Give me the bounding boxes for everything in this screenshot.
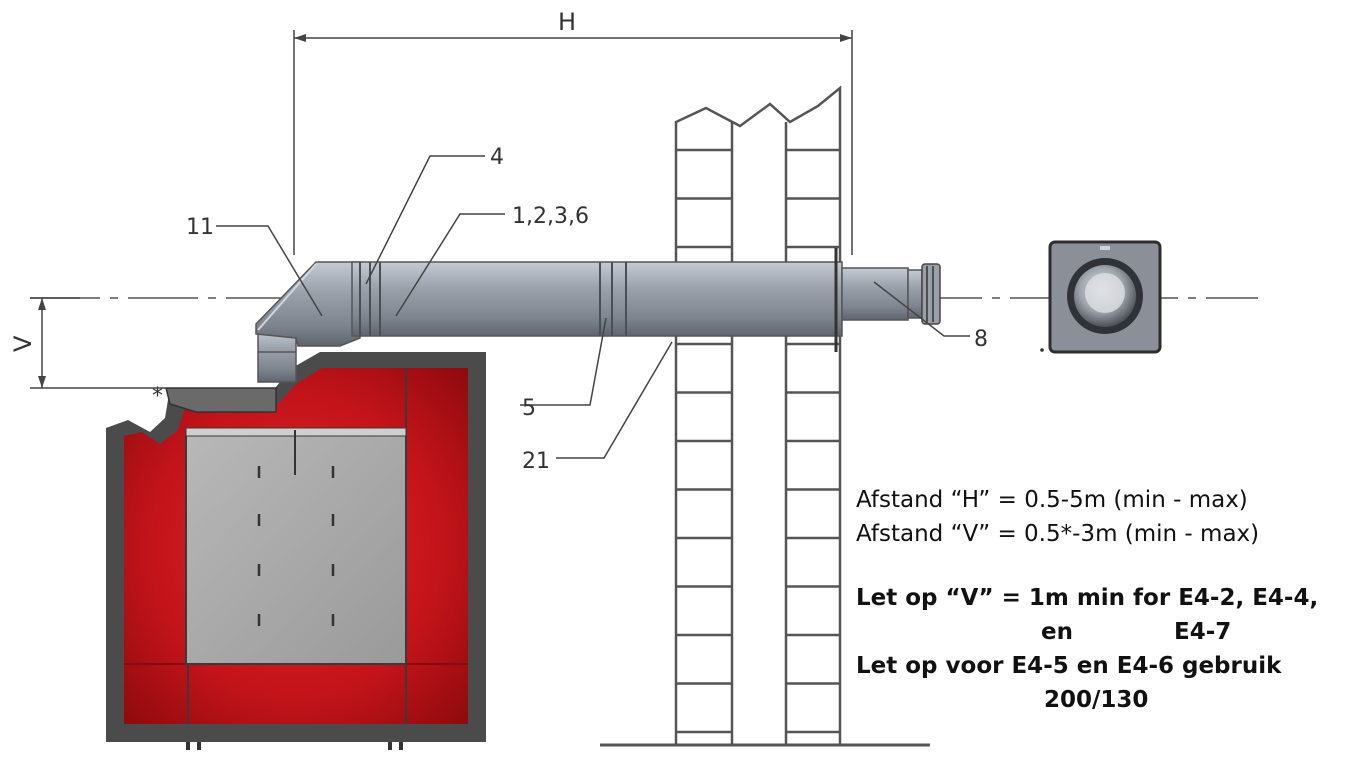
stove: * xyxy=(106,352,486,750)
installation-notes: Afstand “H” = 0.5-5m (min - max) Afstand… xyxy=(856,483,1346,717)
note-distance-h: Afstand “H” = 0.5-5m (min - max) xyxy=(856,487,1248,513)
part-label-11: 11 xyxy=(186,215,214,240)
dimension-v xyxy=(30,297,166,389)
warning-pipe-size: Let op voor E4-5 en E4-6 gebruik xyxy=(856,653,1282,679)
elbow xyxy=(255,261,361,347)
wall xyxy=(600,85,930,747)
horizontal-pipe xyxy=(351,261,843,337)
part-label-8: 8 xyxy=(974,327,988,352)
dimension-h xyxy=(293,30,853,255)
warning-v-minimum: Let op “V” = 1m min for E4-2, E4-4, xyxy=(856,585,1319,611)
flue-pipe xyxy=(255,248,941,383)
part-label-4: 4 xyxy=(490,145,504,170)
part-label-1236: 1,2,3,6 xyxy=(512,204,589,229)
svg-text:*: * xyxy=(152,384,163,409)
dimension-h-label: H xyxy=(558,8,576,36)
part-label-5: 5 xyxy=(522,396,536,421)
terminal-cap-icon xyxy=(1040,240,1162,354)
warning-conjunction: en xyxy=(1041,619,1073,645)
dimension-v-label: V xyxy=(9,335,37,352)
part-label-21: 21 xyxy=(522,449,550,474)
warning-pipe-size-value: 200/130 xyxy=(1044,687,1149,713)
warning-model: E4-7 xyxy=(1174,619,1232,645)
note-distance-v: Afstand “V” = 0.5*-3m (min - max) xyxy=(856,521,1260,547)
warning-v-models: en E4-7 xyxy=(856,615,1346,649)
